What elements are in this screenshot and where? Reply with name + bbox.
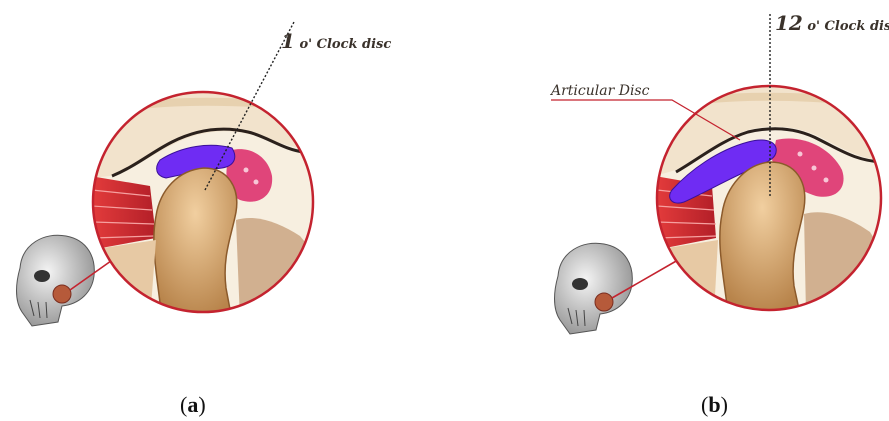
caption-b: (b) [701, 392, 728, 418]
clock-label-b: 12 o' Clock disc [775, 11, 889, 35]
clock-label-a: 1 o' Clock disc [281, 29, 391, 53]
caption-a: (a) [180, 392, 206, 418]
articular-disc-label: Articular Disc [549, 83, 650, 99]
panel-b: 12 o' Clock disc Articular Disc [549, 11, 889, 334]
panel-a: 1 o' Clock disc [17, 22, 392, 326]
skull-b [555, 243, 679, 334]
